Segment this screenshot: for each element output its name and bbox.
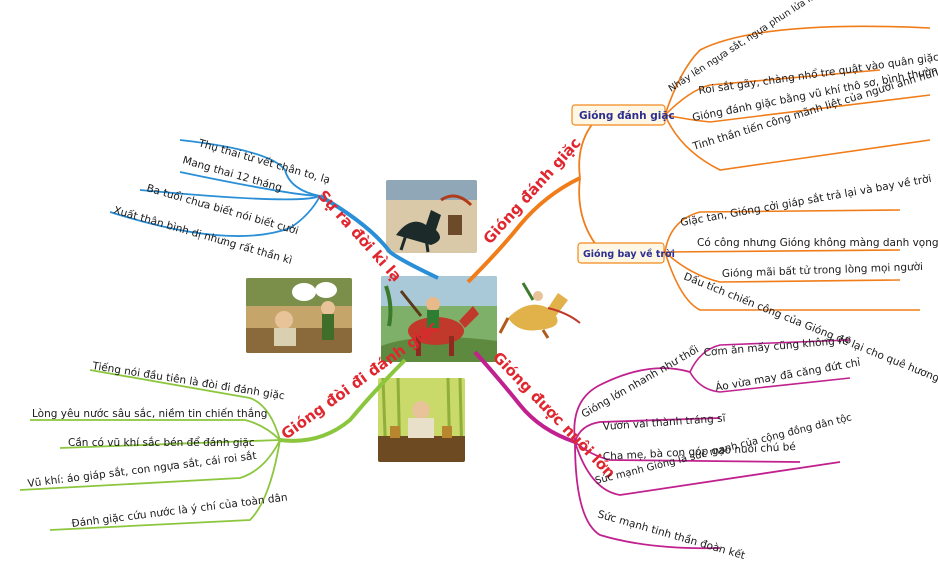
branch-raised: Gióng được nuôi lớn Gióng lớn nhanh như … <box>473 334 861 562</box>
branch-request-title: Gióng đòi đi đánh giặc <box>278 317 442 443</box>
branch-fight-title: Gióng đánh giặc <box>480 134 585 248</box>
branch-fight-line <box>664 114 931 171</box>
battle-horse-icon <box>386 180 477 253</box>
branch-fight-trunk <box>466 176 581 284</box>
group-fight-label: Gióng đánh giặc <box>579 110 675 122</box>
branch-raised-line <box>574 441 721 550</box>
branch-birth-line <box>139 189 321 201</box>
branch-birth-line <box>109 195 321 237</box>
branch-fight-line <box>664 251 901 283</box>
branch-request: Gióng đòi đi đánh giặc Tiếng nói đầu tiê… <box>19 317 442 531</box>
branch-fight-line <box>664 69 881 116</box>
group-fight-box <box>571 104 666 126</box>
leaf-fly-1: Giặc tan, Gióng cởi giáp sắt trả lại và … <box>679 172 932 229</box>
branch-fight: Gióng đánh giặc Gióng đánh giặc Gióng ba… <box>466 0 938 385</box>
child-eating-rice-icon <box>378 378 465 462</box>
branch-birth-line <box>179 139 321 197</box>
leaf-raised-4: Sức mạnh tinh thần đoàn kết <box>596 508 746 562</box>
leaf-raised-1: Vươn vai thành tráng sĩ <box>602 412 727 433</box>
flying-warrior-icon <box>498 282 581 339</box>
branch-raised-line <box>574 441 841 496</box>
house-illustration <box>246 278 352 353</box>
rice-illustration <box>378 378 465 462</box>
giong-on-horse-icon <box>381 276 497 362</box>
branch-fight-line <box>664 251 920 311</box>
branch-request-line <box>59 439 281 449</box>
branch-raised-line <box>574 417 721 443</box>
child-in-house-icon <box>246 278 352 353</box>
branch-fight-line <box>664 25 931 116</box>
branch-request-line <box>49 439 281 531</box>
leaf-fly-3: Gióng mãi bất tử trong lòng mọi người <box>722 261 924 280</box>
branch-birth-title: Sự ra đời kì lạ <box>314 187 405 286</box>
branch-raised-line <box>689 339 851 373</box>
branch-raised-line <box>574 441 801 463</box>
branch-birth-line <box>179 171 321 197</box>
branch-raised-title: Gióng được nuôi lớn <box>489 348 619 482</box>
branch-request-line <box>19 439 281 491</box>
branch-raised-line <box>573 367 691 443</box>
leaf-request-3: Cần có vũ khí sắc bén để đánh giặc <box>68 436 255 449</box>
branch-fight-line <box>664 249 901 253</box>
group-fly-box <box>577 242 665 264</box>
leaf-raised-sub-2: Áo vừa may đã căng đứt chỉ <box>714 356 861 394</box>
branch-request-trunk <box>279 358 407 443</box>
sub-raised-label: Gióng lớn nhanh như thổi <box>579 343 701 421</box>
leaf-request-2: Lòng yêu nước sâu sắc, niềm tin chiến th… <box>32 407 267 420</box>
branch-request-line <box>30 419 281 441</box>
branch-birth: Sự ra đời kì lạ Thụ thai từ vết chân to,… <box>109 137 439 286</box>
flying-illustration <box>498 278 583 340</box>
central-illustration <box>381 276 497 362</box>
group-fly-label: Gióng bay về trời <box>583 249 675 260</box>
branch-fight-line <box>664 209 901 253</box>
battle-illustration <box>386 180 477 253</box>
leaf-fly-2: Có công nhưng Gióng không màng danh vọng <box>697 237 938 249</box>
branch-request-line <box>89 369 281 441</box>
leaf-request-1: Tiếng nói đầu tiên là đòi đi đánh giặc <box>91 360 286 402</box>
leaf-birth-4: Xuất thân bình dị nhưng rất thần kì <box>112 204 293 267</box>
branch-raised-trunk <box>473 350 576 444</box>
branch-fight-line <box>664 94 931 123</box>
branch-birth-trunk <box>318 194 439 280</box>
branch-fight-line <box>578 177 601 251</box>
leaf-raised-sub-1: Cơm ăn mấy cũng không no <box>703 334 851 359</box>
branch-raised-line <box>689 371 851 393</box>
